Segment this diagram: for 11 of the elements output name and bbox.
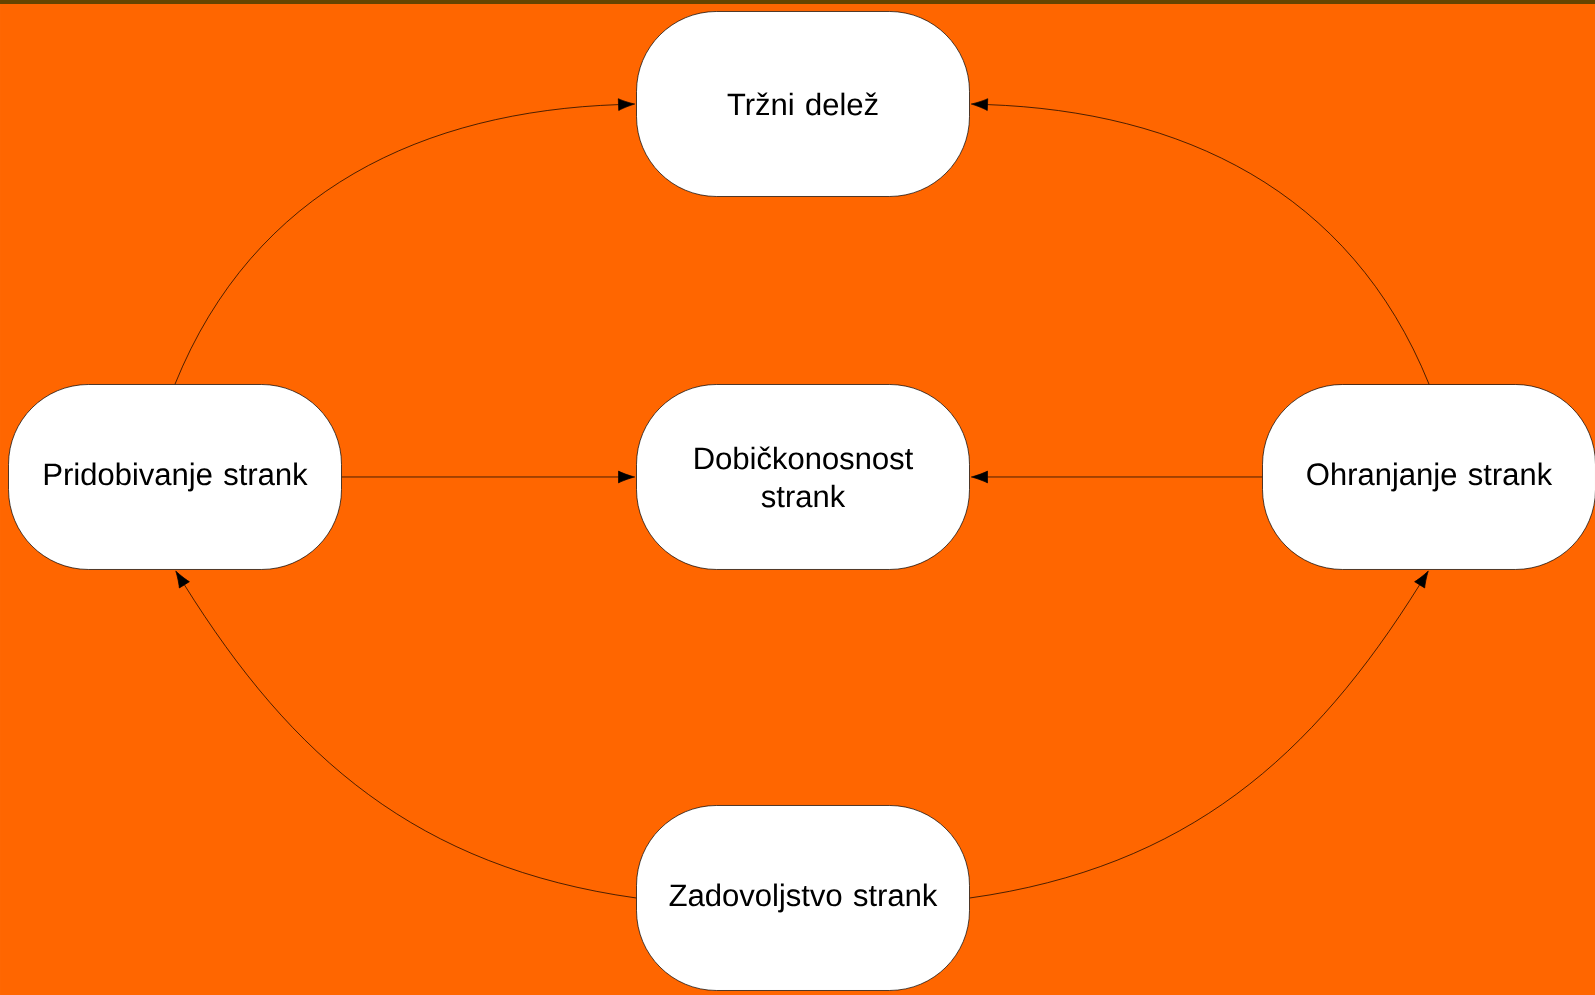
rounded-box: Tržni delež bbox=[636, 11, 970, 197]
arrow bbox=[174, 98, 635, 385]
arrow bbox=[341, 470, 635, 484]
rounded-box: Pridobivanje strank bbox=[8, 384, 342, 570]
arrow bbox=[969, 570, 1429, 899]
arrow bbox=[175, 570, 637, 899]
arrow bbox=[971, 98, 1430, 385]
rounded-box: Ohranjanje strank bbox=[1262, 384, 1595, 570]
rounded-box: Zadovoljstvo strank bbox=[636, 805, 970, 991]
arrow bbox=[971, 470, 1263, 484]
rounded-box: Dobičkonosnost strank bbox=[636, 384, 970, 570]
